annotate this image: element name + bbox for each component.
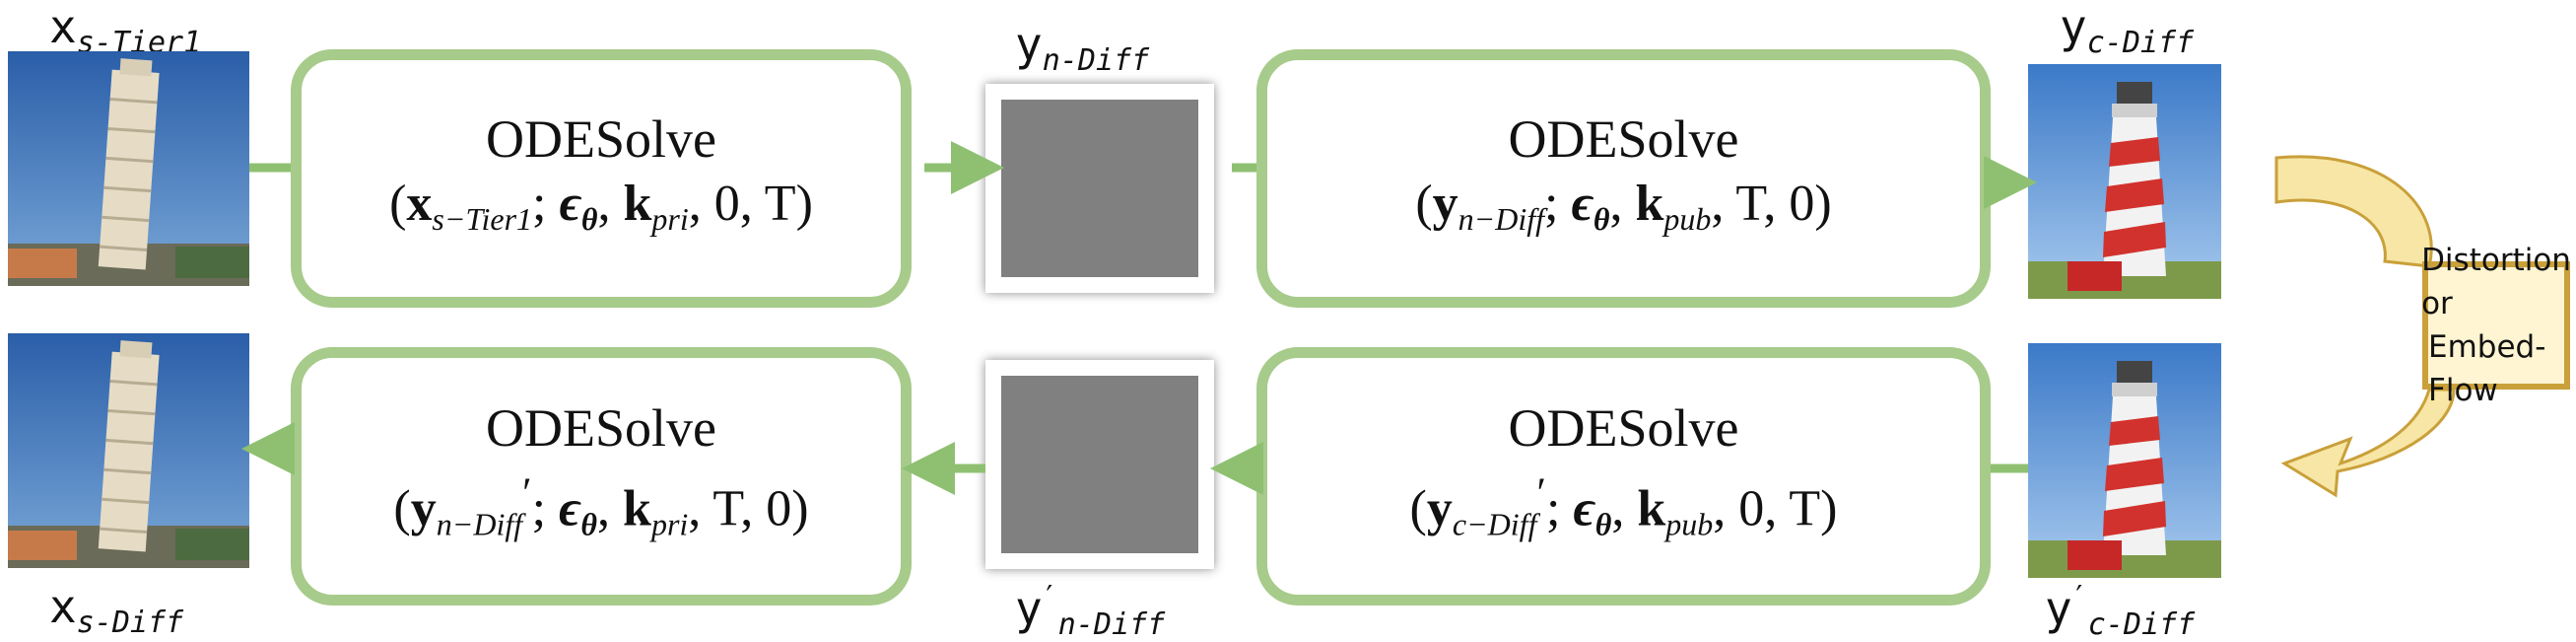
odesolve-box-bottom-right: ODESolve (yc−Diff′; ϵθ, kpub, 0, T) xyxy=(1256,347,1991,606)
odesolve-box-top-right: ODESolve (yn−Diff; ϵθ, kpub, T, 0) xyxy=(1256,49,1991,308)
label-x-s-diff: xs-Diff xyxy=(49,580,184,640)
box-formula: (yn−Diff′; ϵθ, kpri, T, 0) xyxy=(393,469,809,542)
box-formula: (yn−Diff; ϵθ, kpub, T, 0) xyxy=(1415,175,1832,237)
odesolve-box-top-left: ODESolve (xs−Tier1; ϵθ, kpri, 0, T) xyxy=(291,49,912,308)
distortion-line1: Distortion or xyxy=(2421,243,2571,321)
box-formula: (xs−Tier1; ϵθ, kpri, 0, T) xyxy=(389,175,813,237)
lighthouse-image-top xyxy=(2028,64,2221,299)
pisa-tower-image-bottom xyxy=(8,333,249,568)
pisa-tower-image-top xyxy=(8,51,249,286)
box-title: ODESolve xyxy=(1508,398,1739,459)
distortion-embed-flow-box: Distortion or Embed-Flow xyxy=(2421,243,2571,408)
box-title: ODESolve xyxy=(1508,108,1739,169)
curved-distortion-arrow-bottom xyxy=(2280,388,2456,498)
curved-distortion-arrow xyxy=(2274,155,2433,268)
noise-image-top xyxy=(985,84,1214,293)
label-y-c-diff: yc-Diff xyxy=(2060,0,2195,60)
label-y-n-diff: yn-Diff xyxy=(1015,18,1150,78)
odesolve-box-bottom-left: ODESolve (yn−Diff′; ϵθ, kpri, T, 0) xyxy=(291,347,912,606)
noise-image-bottom xyxy=(985,360,1214,569)
box-formula: (yc−Diff′; ϵθ, kpub, 0, T) xyxy=(1409,469,1838,542)
lighthouse-image-bottom xyxy=(2028,343,2221,578)
label-y-c-diff-prime: y′c-Diff xyxy=(2045,580,2196,642)
box-title: ODESolve xyxy=(486,108,716,169)
distortion-line2: Embed-Flow xyxy=(2428,329,2546,408)
label-y-n-diff-prime: y′n-Diff xyxy=(1015,580,1166,642)
box-title: ODESolve xyxy=(486,398,716,459)
